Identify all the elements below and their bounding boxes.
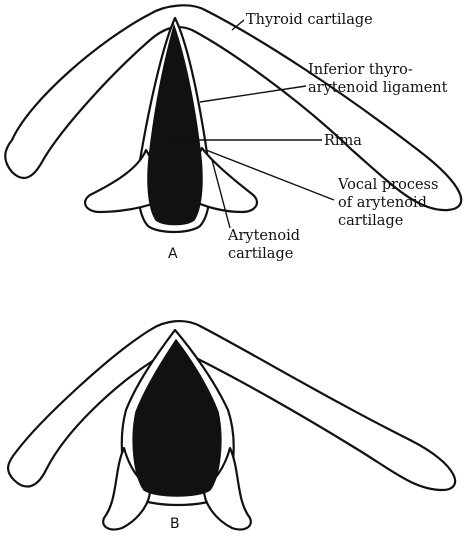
rima-a: [147, 23, 203, 226]
label-inferior-line1: Inferior thyro-: [308, 62, 413, 78]
label-rima: Rima: [324, 133, 362, 149]
thyroid-cartilage-a: [4, 4, 463, 212]
leader-arytenoid: [211, 159, 231, 229]
label-vocal-line1: Vocal process: [337, 177, 438, 193]
label-vocal-line2: of arytenoid: [338, 195, 427, 211]
label-arytenoid-line2: cartilage: [228, 246, 293, 262]
label-vocal-line3: cartilage: [338, 213, 403, 229]
leader-inferior-ligament: [199, 85, 307, 103]
rima-b: [132, 338, 222, 497]
thyroid-cartilage-b: [7, 320, 457, 492]
panel-a: Thyroid cartilage Inferior thyro- aryten…: [4, 4, 463, 262]
panel-letter-a: A: [168, 246, 178, 262]
label-arytenoid-line1: Arytenoid: [227, 228, 300, 244]
left-arytenoid-a: [83, 148, 157, 214]
label-thyroid-cartilage: Thyroid cartilage: [246, 12, 373, 28]
label-inferior-line2: arytenoid ligament: [308, 80, 448, 96]
leader-vocal-process: [205, 149, 335, 201]
panel-letter-b: B: [170, 516, 180, 532]
panel-b: B: [7, 320, 457, 532]
leader-thyroid: [231, 19, 245, 31]
